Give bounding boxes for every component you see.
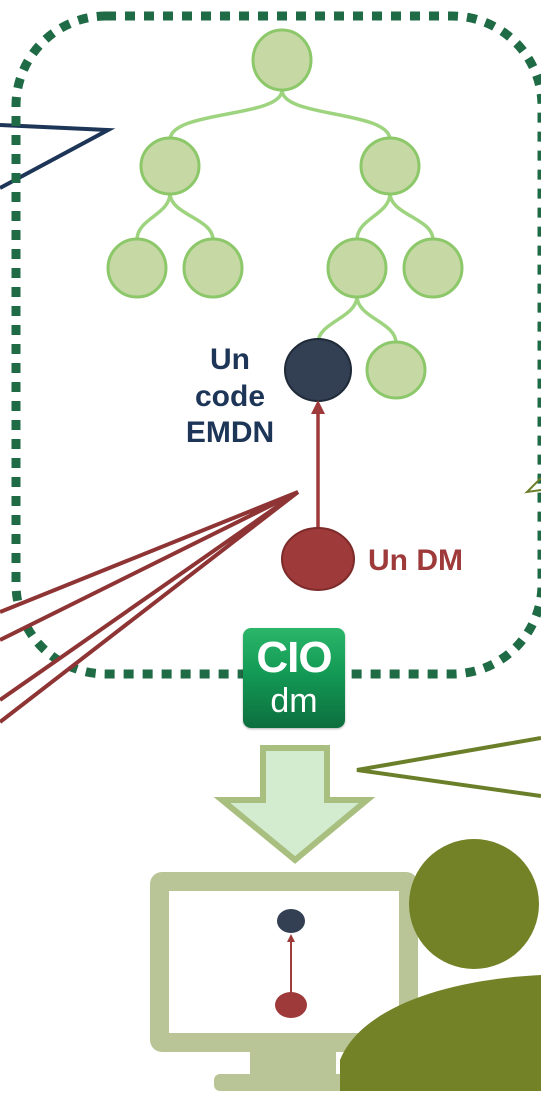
tree-node-l1-left <box>139 136 201 196</box>
cio-dm-logo: CIO dm <box>243 628 345 728</box>
dm-link-arrowhead <box>311 400 325 414</box>
tree-node-root <box>251 28 313 92</box>
person-body <box>340 975 541 1091</box>
dm-node <box>281 527 355 591</box>
callout-red-lower <box>0 490 300 724</box>
tree-node-l1-right <box>359 136 421 196</box>
callout-olive <box>356 736 541 798</box>
monitor-icon <box>150 872 418 1091</box>
monitor-dm-node <box>275 992 307 1018</box>
cio-logo-top-text: CIO <box>256 633 332 682</box>
emdn-label-line-1: Un <box>210 343 250 376</box>
monitor-link-arrowhead <box>287 934 295 942</box>
emdn-code-label: Un code EMDN <box>165 342 295 452</box>
monitor-emdn-node <box>277 909 305 933</box>
tree-connectors <box>135 89 435 344</box>
tree-node-l2-d <box>402 237 464 299</box>
tree-node-l2-a <box>106 237 168 299</box>
person-icon <box>340 839 541 1091</box>
tree-node-l3-right <box>365 340 427 400</box>
cio-logo-bottom-text: dm <box>270 682 318 720</box>
person-head <box>409 839 539 969</box>
dm-label: Un DM <box>368 544 463 577</box>
tree-node-l2-c <box>326 237 388 299</box>
tree-node-l2-b <box>182 237 244 299</box>
tree-diagram-icon <box>106 28 464 400</box>
callout-red-upper <box>0 490 299 642</box>
arrow-down-icon <box>213 745 376 864</box>
emdn-label-line-2: code <box>194 379 266 413</box>
emdn-label-line-3: EMDN <box>185 416 275 450</box>
callout-navy <box>0 123 116 190</box>
callout-olive-small <box>524 477 541 494</box>
